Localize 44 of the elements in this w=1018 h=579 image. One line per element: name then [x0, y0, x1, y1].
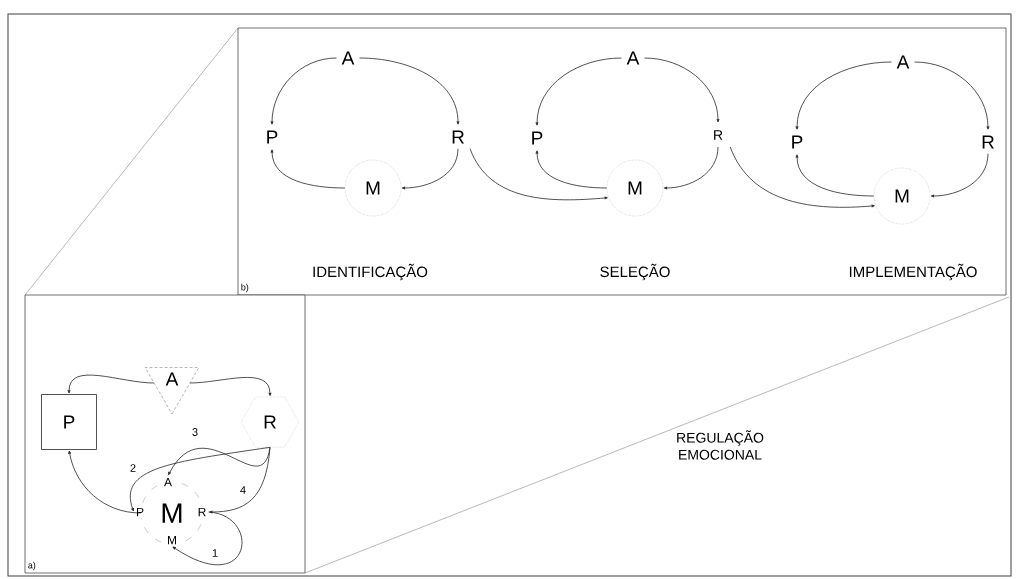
arrow [469, 148, 608, 201]
arrow [644, 57, 720, 123]
square-node: P [41, 394, 97, 450]
edge-label: 1 [210, 548, 220, 558]
edge-label: 2 [128, 463, 138, 473]
arrow [130, 446, 271, 512]
arrow [172, 511, 243, 566]
letter-label: A [896, 55, 910, 69]
stage-label: IDENTIFICAÇÃO [313, 263, 428, 281]
triangle-node: A [144, 367, 200, 415]
arrow [930, 153, 989, 198]
letter-label: P [532, 131, 543, 145]
arrow [67, 374, 155, 394]
stage-label: SELEÇÃO [600, 263, 670, 281]
arrow [914, 61, 990, 130]
circle-node: M [606, 159, 664, 217]
letter-label: R [982, 135, 994, 149]
arrow [663, 146, 719, 190]
letter-label: R [714, 130, 723, 140]
arrow [270, 149, 346, 189]
circle-node: M [873, 167, 931, 225]
arrow [209, 446, 271, 514]
letter-label: R [452, 130, 464, 144]
area-label: REGULAÇÃO EMOCIONAL [677, 430, 764, 460]
stage-label: IMPLEMENTAÇÃO [849, 263, 977, 281]
arrow [168, 446, 271, 476]
hexagon-node: R [240, 396, 300, 448]
arrow [729, 146, 875, 208]
letter-label: A [626, 51, 640, 65]
letter-label: P [267, 130, 278, 144]
letter-label: A [341, 51, 355, 65]
arrow [795, 61, 892, 130]
letter-label: P [792, 135, 803, 149]
arrow [795, 154, 875, 197]
arrow [535, 150, 608, 189]
arrow [270, 57, 337, 125]
arrow [189, 377, 272, 396]
arrow [68, 450, 142, 514]
circle-node: M [344, 159, 402, 217]
arrow [359, 57, 460, 125]
arrow [535, 57, 622, 126]
edge-label: 3 [190, 427, 200, 437]
edge-label: 4 [238, 485, 248, 495]
arrow [401, 148, 459, 190]
